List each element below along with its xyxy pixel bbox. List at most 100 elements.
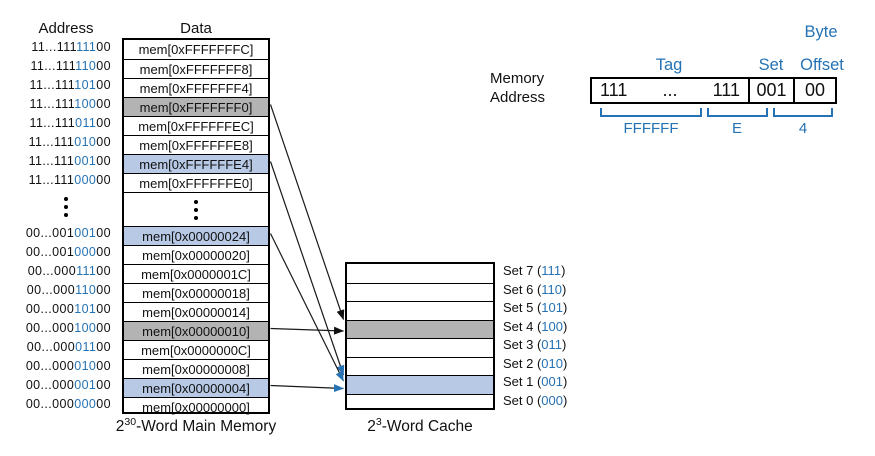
address-row: 00...00000100: [25, 378, 111, 392]
cache-set-label: Set 4 (100): [503, 318, 568, 334]
cache-row: [347, 338, 493, 357]
memory-row: mem[0xFFFFFFE4]: [124, 154, 268, 173]
address-row: 00...00000000: [25, 397, 111, 411]
address-set-bits: 000: [74, 173, 97, 187]
cache-row: [347, 393, 493, 413]
low-hex-label: 4: [798, 120, 808, 137]
set-index-bits: 110: [541, 281, 563, 297]
address-bit-box: 111 ... 111 001 00: [590, 77, 837, 104]
address-set-bits: 000: [74, 397, 97, 411]
memory-row: mem[0x0000001C]: [124, 264, 268, 283]
tag-bits-right: 111: [712, 80, 740, 100]
cache-table: [345, 262, 495, 410]
caption-base: 2: [367, 418, 376, 436]
memory-ellipsis-row: [124, 192, 268, 226]
cache-row: [347, 356, 493, 376]
address-set-bits: 110: [75, 283, 97, 297]
address-set-bits: 101: [74, 302, 97, 316]
low-hex-bracket: [773, 108, 833, 117]
address-row: 00...00100000: [25, 245, 111, 259]
address-row: 00...00001000: [25, 359, 111, 373]
caption-exponent: 3: [375, 416, 382, 428]
memory-row: mem[0xFFFFFFE8]: [124, 135, 268, 154]
offset-field-label: Offset: [800, 56, 844, 74]
cache-row: [347, 375, 493, 394]
cache-row: [347, 301, 493, 320]
memory-row: mem[0xFFFFFFF0]: [124, 97, 268, 116]
address-set-bits: 000: [74, 245, 97, 259]
tag-hex-label: FFFFFF: [623, 120, 679, 137]
memory-row: mem[0x00000004]: [124, 378, 268, 397]
mid-hex-bracket: [707, 108, 768, 117]
set-index-bits: 111: [541, 263, 562, 278]
set-index-bits: 101: [541, 300, 563, 315]
mid-hex-label: E: [731, 120, 743, 137]
address-ellipsis: [60, 192, 72, 222]
cache-set-label: Set 2 (010): [503, 355, 568, 371]
mapping-arrow: [269, 104, 345, 320]
data-column-header: Data: [180, 20, 212, 37]
cache-set-label: Set 0 (000): [503, 392, 568, 408]
main-memory-caption: 230-Word Main Memory: [60, 416, 332, 436]
address-set-bits: 010: [74, 359, 97, 373]
address-row: 11...11101100: [29, 116, 111, 130]
memory-row: mem[0x00000018]: [124, 283, 268, 302]
mapping-arrow: [269, 161, 345, 376]
tag-bits-cell: 111 ... 111: [592, 79, 748, 102]
cache-caption: 23-Word Cache: [345, 416, 495, 436]
memory-address-label-line1: Memory: [490, 70, 545, 87]
cache-set-label: Set 1 (001): [503, 374, 568, 389]
address-row: 11...11110000: [29, 97, 111, 111]
address-row: 00...00010100: [25, 302, 111, 316]
address-set-bits: 001: [74, 378, 97, 392]
memory-row: mem[0x0000000C]: [124, 340, 268, 359]
address-row: 11...11101000: [28, 135, 111, 149]
memory-address-label-line2: Address: [490, 88, 546, 106]
memory-row: mem[0xFFFFFFF8]: [124, 59, 268, 78]
cache-set-label: Set 6 (110): [503, 281, 567, 297]
offset-bits-cell: 00: [793, 79, 835, 102]
data-ellipsis: [194, 199, 198, 220]
main-memory-table: mem[0xFFFFFFFC]mem[0xFFFFFFF8]mem[0xFFFF…: [122, 38, 270, 414]
memory-address-label: Memory Address: [490, 70, 545, 107]
set-index-bits: 001: [541, 374, 563, 389]
cache-row: [347, 319, 493, 338]
address-set-bits: 001: [74, 154, 97, 168]
memory-row: mem[0x00000020]: [124, 245, 268, 264]
mapping-arrow: [270, 326, 344, 335]
address-set-bits: 101: [74, 78, 97, 92]
memory-row: mem[0x00000000]: [124, 397, 268, 416]
address-set-bits: 111: [76, 40, 97, 54]
address-row: 11...11100100: [28, 154, 111, 168]
set-index-bits: 010: [541, 355, 563, 371]
address-set-bits: 110: [75, 59, 97, 73]
address-set-bits: 111: [76, 264, 97, 278]
address-set-bits: 100: [74, 321, 97, 335]
tag-hex-bracket: [600, 108, 702, 117]
address-set-bits: 011: [75, 116, 97, 130]
cache-set-labels: Set 7 (111)Set 6 (110)Set 5 (101)Set 4 (…: [503, 262, 613, 410]
address-row: 11...11111100: [31, 40, 111, 54]
address-set-bits: 010: [74, 135, 97, 149]
set-bits-cell: 001: [748, 79, 793, 102]
memory-row: mem[0x00000024]: [124, 226, 268, 245]
cache-set-label: Set 7 (111): [503, 263, 566, 278]
set-field-label: Set: [758, 56, 784, 74]
memory-row: mem[0xFFFFFFF4]: [124, 78, 268, 97]
address-row: 11...11111000: [30, 59, 111, 73]
caption-rest: -Word Cache: [381, 418, 473, 436]
address-set-bits: 001: [74, 226, 97, 240]
tag-bits-left: 111: [600, 80, 628, 100]
address-set-bits: 011: [75, 340, 97, 354]
address-column-header: Address: [38, 20, 94, 37]
cache-row: [347, 282, 493, 302]
memory-row: mem[0xFFFFFFE0]: [124, 173, 268, 192]
mapping-arrow: [270, 384, 344, 393]
memory-row: mem[0xFFFFFFFC]: [138, 42, 254, 57]
byte-field-label: Byte: [804, 23, 838, 41]
memory-row: mem[0x00000010]: [124, 321, 268, 340]
address-row: 00...00011100: [27, 264, 111, 278]
tag-bits-ellipsis: ...: [662, 80, 678, 100]
